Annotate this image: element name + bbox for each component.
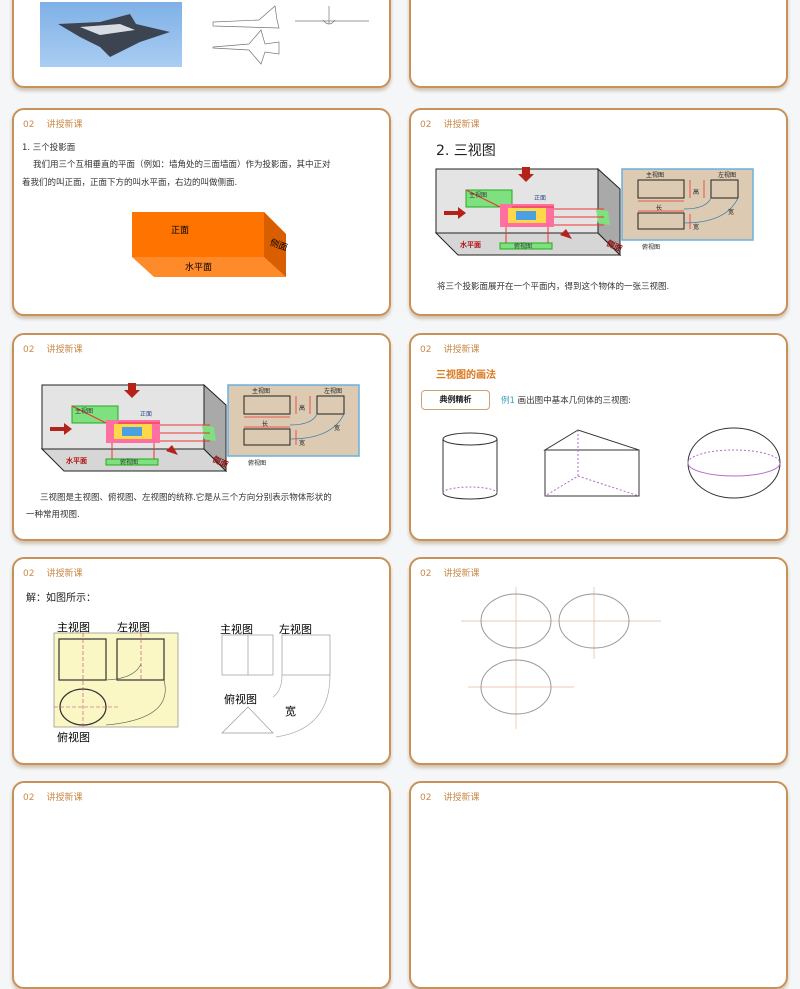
left-view-label: 左视图 [279,623,312,636]
slide-card-next-right[interactable]: 02 讲授新课 [409,781,788,989]
section-number: 02 [420,345,432,355]
front-label: 正面 [140,411,152,418]
horizontal-label: 水平面 [460,240,481,249]
example-badge[interactable]: 典例精析 [421,390,490,410]
projection-planes-svg: 主视图 正面 水平面 俯视图 侧面 主视图 左视图 俯视图 长 高 宽 宽 [40,383,360,473]
slide-card-ellipse-views[interactable]: 02 讲授新课 [409,557,788,765]
section-title: 讲授新课 [46,345,83,355]
height-label: 高 [299,404,305,412]
projection-box-figure [132,212,286,277]
section-title: 讲授新课 [443,345,480,355]
top-view-label: 俯视图 [120,458,138,466]
slide-card-drawing-method[interactable]: 02 讲授新课 三视图的画法 典例精析 例1 画出图中基本几何体的三视图: [409,333,788,541]
width-label: 宽 [728,208,734,216]
width-label: 宽 [693,223,699,231]
section-title: 讲授新课 [443,120,480,130]
slide-heading: 1. 三个投影面 [22,143,76,153]
left-view-label: 左视图 [718,171,736,179]
section-number: 02 [420,120,432,130]
slide-card-three-views[interactable]: 02 讲授新课 2. 三视图 主视图 正面 水平面 俯视图 侧面 主视图 左视图 … [409,108,788,316]
top-view-label: 俯视图 [224,693,257,706]
left-view-label: 左视图 [324,387,342,395]
section-header: 02 讲授新课 [23,117,82,130]
ellipsoid-shape [687,427,781,499]
slide-heading: 三视图的画法 [436,370,496,381]
width-label: 宽 [299,439,305,447]
left-view-label: 左视图 [117,621,150,634]
section-number: 02 [23,793,35,803]
main-view-label: 主视图 [75,407,93,415]
section-title: 讲授新课 [443,569,480,579]
aircraft-photo [40,2,182,67]
label-front: 正面 [171,226,190,236]
width-label: 宽 [334,424,340,432]
section-number: 02 [23,345,35,355]
main-view-label: 主视图 [469,191,487,199]
slide-card-next-left[interactable]: 02 讲授新课 [12,781,391,989]
paragraph-line: 着我们的叫正面，正面下方的叫水平面，右边的叫做侧面. [22,178,238,188]
section-title: 讲授新课 [46,569,83,579]
top-view-label: 俯视图 [248,459,266,467]
section-header: 02 讲授新课 [23,790,82,803]
section-number: 02 [420,569,432,579]
caption: 将三个投影面展开在一个平面内，得到这个物体的一张三视图. [437,282,670,292]
width-label: 宽 [285,705,296,718]
section-header: 02 讲授新课 [23,342,82,355]
top-view-label: 俯视图 [642,243,660,251]
paragraph-line: 一种常用视图. [26,510,80,520]
top-view-label: 俯视图 [514,242,532,250]
slide-card-projection-planes[interactable]: 02 讲授新课 1. 三个投影面 我们用三个互相垂直的平面（例如：墙角处的三面墙面… [12,108,391,316]
example-label: 例1 [501,396,515,406]
length-label: 长 [656,204,662,212]
main-view-label: 主视图 [220,623,253,636]
section-header: 02 讲授新课 [420,566,479,579]
front-label: 正面 [534,195,546,202]
section-header: 02 讲授新课 [420,342,479,355]
section-header: 02 讲授新课 [420,790,479,803]
section-number: 02 [23,120,35,130]
section-number: 02 [23,569,35,579]
projection-diagram: 主视图 正面 水平面 俯视图 侧面 主视图 左视图 俯视图 长 高 宽 宽 [434,167,754,259]
jet-icon [58,14,170,57]
ellipse-views-figure [461,587,661,729]
slide-heading: 2. 三视图 [436,143,496,159]
paragraph-line: 三视图是主视图、俯视图、左视图的统称.它是从三个方向分别表示物体形状的 [40,493,332,503]
paragraph-line: 我们用三个互相垂直的平面（例如：墙角处的三面墙面）作为投影面，其中正对 [33,160,331,170]
section-title: 讲授新课 [46,793,83,803]
section-header: 02 讲授新课 [23,566,82,579]
main-view-label: 主视图 [252,387,270,395]
horizontal-label: 水平面 [66,456,87,465]
slide-heading: 解：如图所示： [26,593,96,604]
section-title: 讲授新课 [46,120,83,130]
main-view-label: 主视图 [57,621,90,634]
projection-diagram: 主视图 正面 水平面 俯视图 侧面 主视图 左视图 俯视图 长 高 宽 宽 [40,383,360,475]
section-title: 讲授新课 [443,793,480,803]
solution-views-figure [53,632,331,738]
slide-card-solution[interactable]: 02 讲授新课 解：如图所示： 主视图 左视图 俯视图 主视图 左视图 俯视图 宽 [12,557,391,765]
cylinder-shape [442,432,498,500]
example-text: 画出图中基本几何体的三视图: [517,396,631,406]
section-number: 02 [420,793,432,803]
top-view-label: 俯视图 [57,731,90,744]
slide-card-aircraft[interactable] [12,0,391,88]
section-header: 02 讲授新课 [420,117,479,130]
length-label: 长 [262,420,268,428]
geometric-solids-figure [442,427,781,500]
aircraft-three-view-drawing [212,5,369,65]
height-label: 高 [693,188,699,196]
main-view-label: 主视图 [646,171,664,179]
projection-planes-svg: 主视图 正面 水平面 俯视图 侧面 主视图 左视图 俯视图 长 高 宽 宽 [434,167,754,257]
label-horizontal: 水平面 [185,263,213,273]
slide-card-definition[interactable]: 02 讲授新课 主视图 正面 水平面 俯视图 侧面 主视图 左视图 俯视图 长 高… [12,333,391,541]
slide-card-blank[interactable] [409,0,788,88]
triangular-prism-shape [543,429,640,497]
example-prompt: 例1 画出图中基本几何体的三视图: [501,394,631,406]
